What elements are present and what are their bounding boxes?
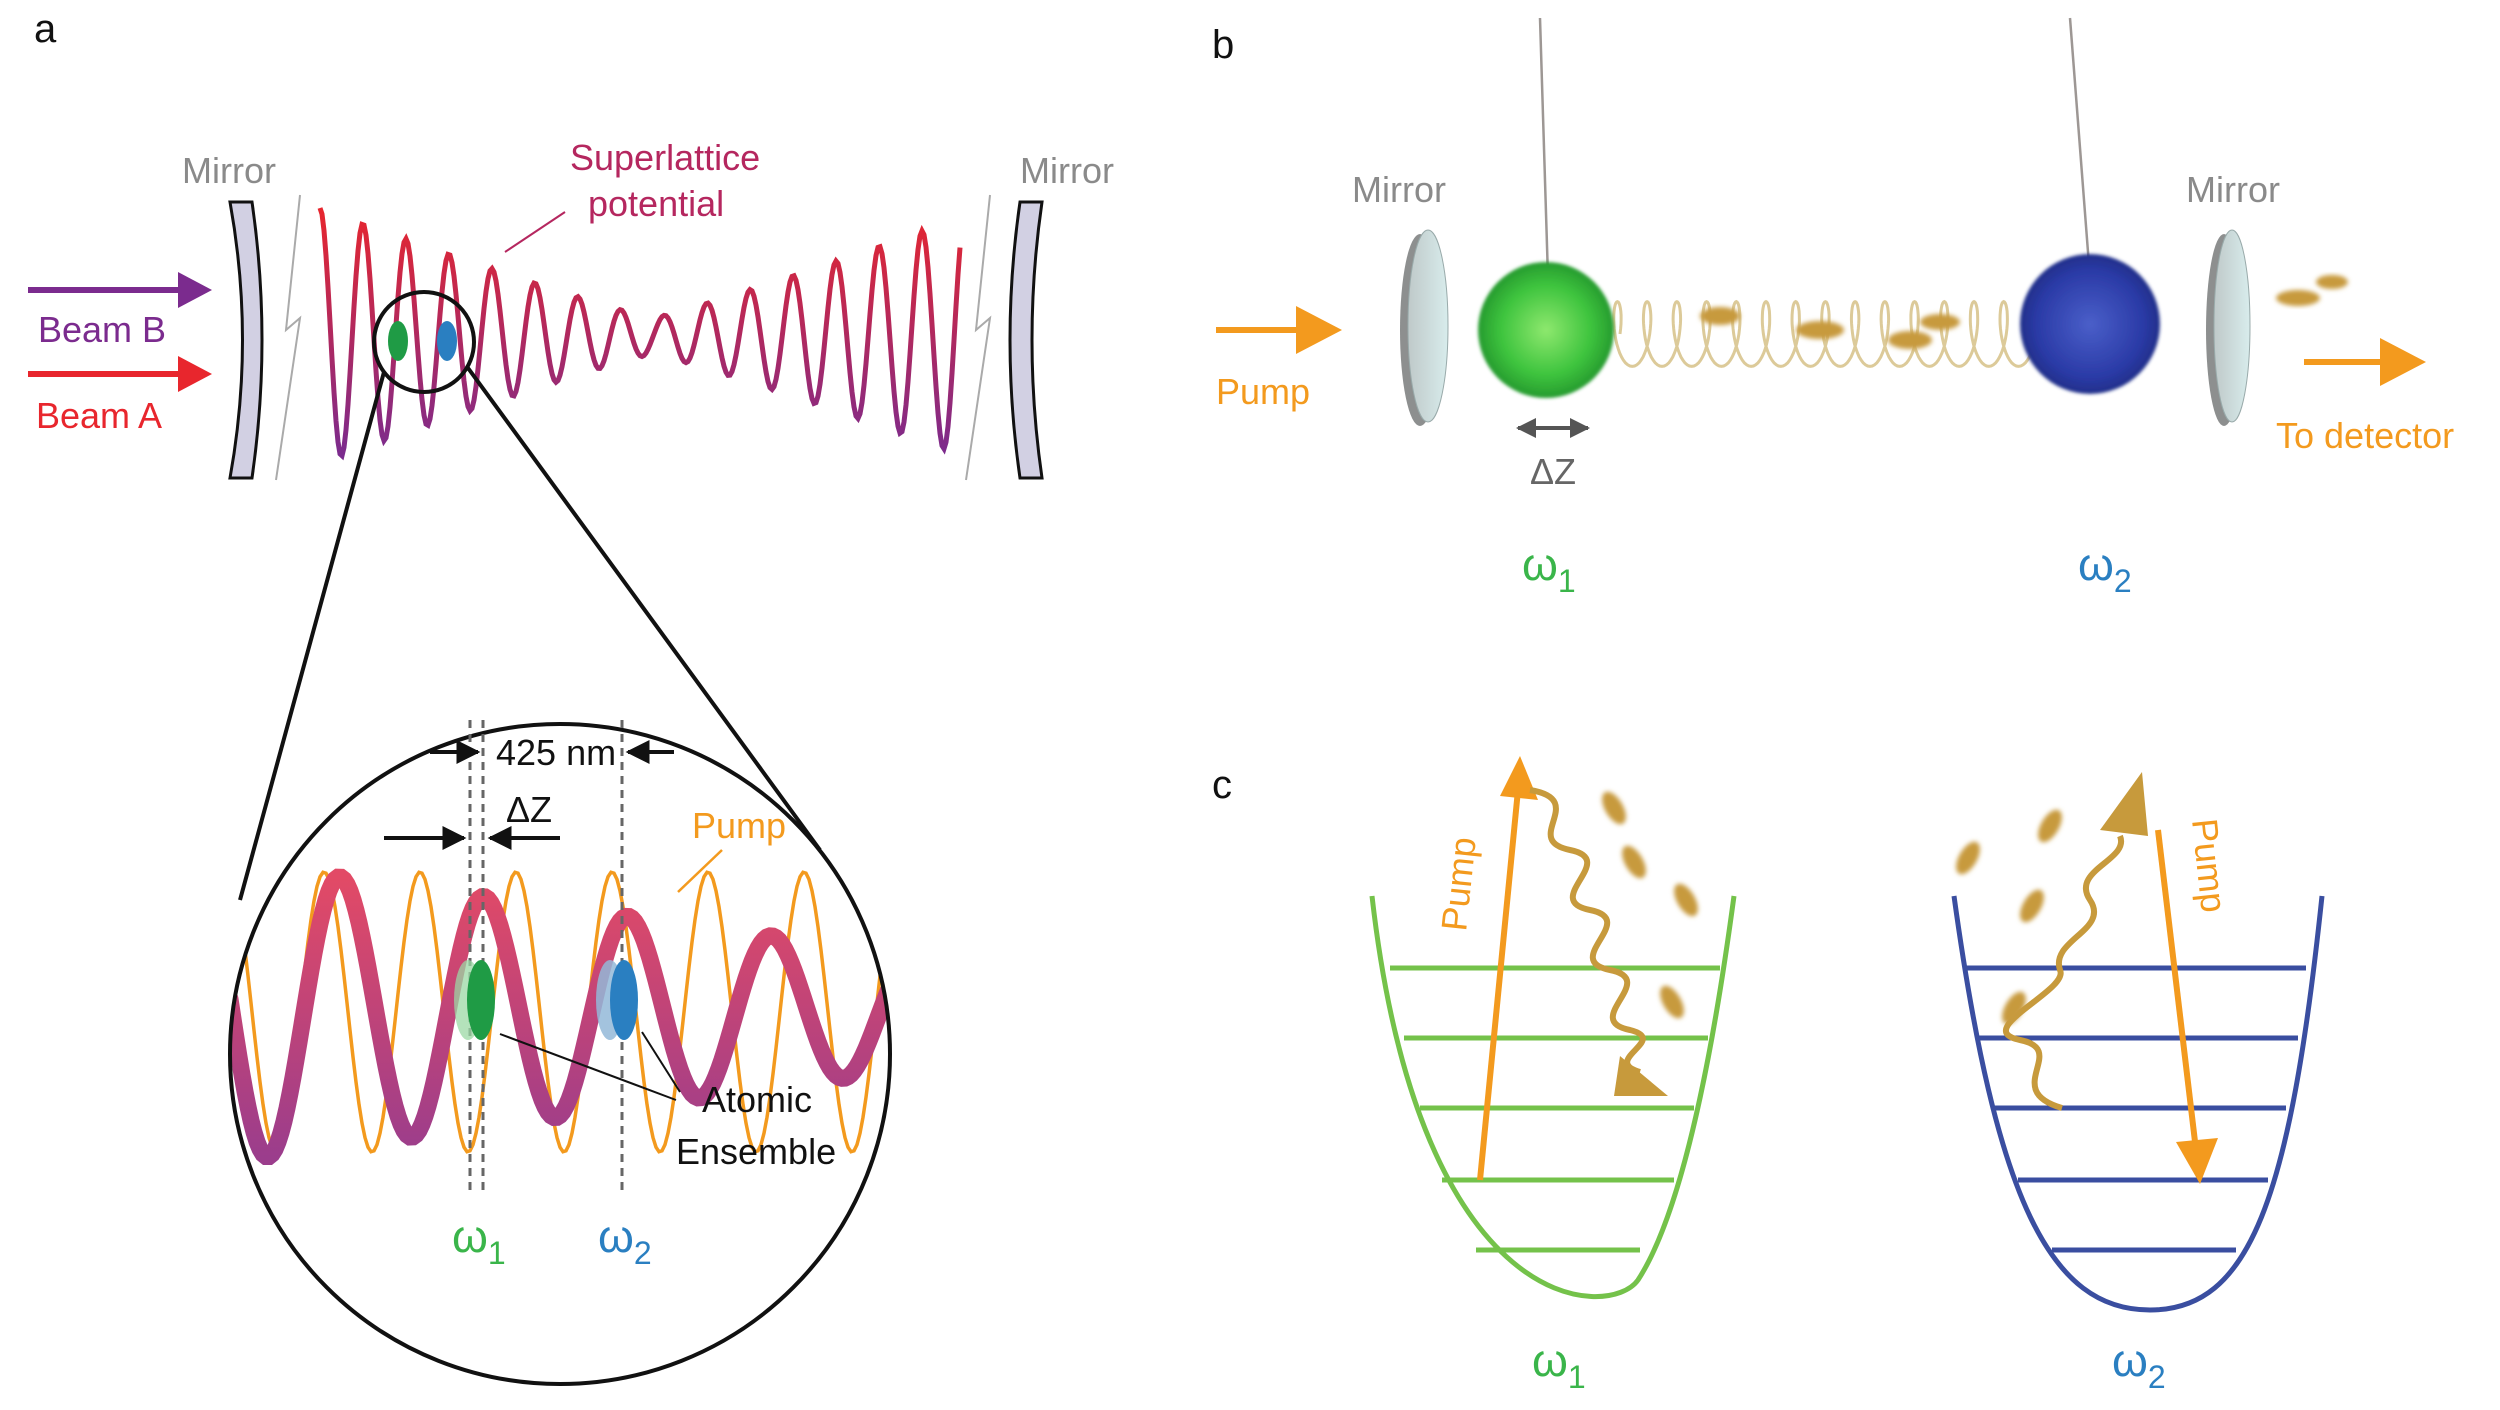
mirror-left-b-label: Mirror [1352, 169, 1446, 210]
phonon-blob [1602, 791, 1626, 825]
superlattice-label-2: potential [588, 183, 724, 224]
superlattice-label-1: Superlattice [570, 137, 760, 178]
pump-wave [230, 870, 890, 1154]
zoom-content [230, 868, 890, 1165]
phonon-wave-up-head [2100, 772, 2148, 836]
omega1-label-a: ω1 [452, 1210, 506, 1271]
energy-levels-2 [1964, 965, 2306, 1253]
potential-well-1 [1369, 895, 1737, 1300]
magnifier-big-circle [228, 722, 892, 1386]
mirror-right-b-face [2213, 229, 2251, 423]
phonon-blob [1956, 841, 1980, 875]
mass-green [1478, 262, 1614, 398]
pump-arrow-b-head [1296, 306, 1342, 354]
potential-well-2 [1951, 895, 2325, 1313]
omega2-label-a: ω2 [598, 1210, 652, 1271]
phonon-blob [1622, 845, 1646, 879]
pump-pointer-a [677, 849, 723, 893]
spacing-label: 425 nm [496, 732, 616, 773]
mirror-left-b-face [1407, 229, 1449, 423]
omega1-label-b: ω1 [1522, 538, 1576, 599]
pendulum-string-2 [2068, 17, 2092, 279]
phonon-blob [1796, 321, 1844, 339]
panel-a-label: a [34, 7, 57, 51]
mirror-left-a-label: Mirror [182, 150, 276, 191]
phonon-blob [2002, 991, 2026, 1025]
beam-b-arrowhead [178, 272, 212, 308]
phonon-blob [2020, 889, 2044, 923]
superlattice-wave-zoom [230, 868, 890, 1165]
phonon-blob [2038, 809, 2062, 843]
atom-blue-small [437, 321, 457, 361]
break-mark-right [965, 194, 992, 481]
phonon-blob [1920, 314, 1960, 330]
omega2-label-c: ω2 [2112, 1334, 2166, 1395]
mirror-right-b [2206, 229, 2251, 426]
mirror-right-a [1008, 200, 1044, 480]
phonon-blob [2316, 275, 2348, 289]
magnifier-small-circle [372, 290, 476, 394]
ensemble-pointer-2 [641, 1031, 681, 1093]
break-mark-left [275, 194, 302, 481]
zoom-line-left [238, 371, 386, 901]
pump-label-c-left: Pump [1433, 835, 1484, 933]
omega1-label-c: ω1 [1532, 1334, 1586, 1395]
superlattice-wave [317, 207, 963, 461]
panel-b-label: b [1212, 23, 1234, 67]
mirror-right-a-label: Mirror [1020, 150, 1114, 191]
delta-z-label-b: ΔZ [1530, 451, 1576, 492]
detector-label: To detector [2276, 415, 2454, 456]
mirror-right-b-label: Mirror [2186, 169, 2280, 210]
zoom-line-right [466, 366, 822, 852]
mass-blue [2020, 254, 2160, 394]
pump-label-c-right: Pump [2184, 817, 2235, 915]
pump-arrow-down-head [2176, 1138, 2218, 1184]
phonon-blobs-c1 [1602, 791, 1698, 1019]
pump-arrow-down [2155, 829, 2199, 1151]
phonon-blobs-c2 [1956, 809, 2062, 1025]
pump-arrow-up-head [1500, 756, 1538, 800]
phonon-blob [1660, 985, 1684, 1019]
ensemble-pointer-1 [499, 1033, 677, 1101]
phonon-blobs-out [2276, 275, 2348, 306]
pendulum-string-1 [1538, 17, 1550, 279]
mirror-left-b [1400, 229, 1449, 426]
pump-label-b: Pump [1216, 371, 1310, 412]
phonon-blob [1888, 331, 1932, 349]
detector-arrow-head [2380, 338, 2426, 386]
pump-label-a: Pump [692, 805, 786, 846]
delta-z-label-a: ΔZ [506, 789, 552, 830]
atom-green-big [467, 960, 495, 1040]
beam-a-label: Beam A [36, 395, 162, 436]
phonon-blob [2276, 290, 2320, 306]
omega2-label-b: ω2 [2078, 538, 2132, 599]
ensemble-label-2: Ensemble [676, 1131, 836, 1172]
panel-c-label: c [1212, 763, 1232, 807]
phonon-blob [1700, 307, 1740, 325]
phonon-blobs-spring [1700, 307, 1960, 349]
beam-a-arrowhead [178, 356, 212, 392]
phonon-wave-up [2003, 834, 2125, 1111]
beam-b-label: Beam B [38, 309, 166, 350]
atom-green-small [388, 321, 408, 361]
phonon-wave-down [1529, 787, 1646, 1075]
ensemble-label-1: Atomic [702, 1079, 812, 1120]
pump-arrow-up [1477, 789, 1521, 1181]
atom-blue-big [610, 960, 638, 1040]
superlattice-pointer [504, 211, 566, 253]
phonon-wave-down-head [1614, 1056, 1668, 1096]
mirror-left-a [228, 200, 264, 480]
phonon-blob [1674, 883, 1698, 917]
